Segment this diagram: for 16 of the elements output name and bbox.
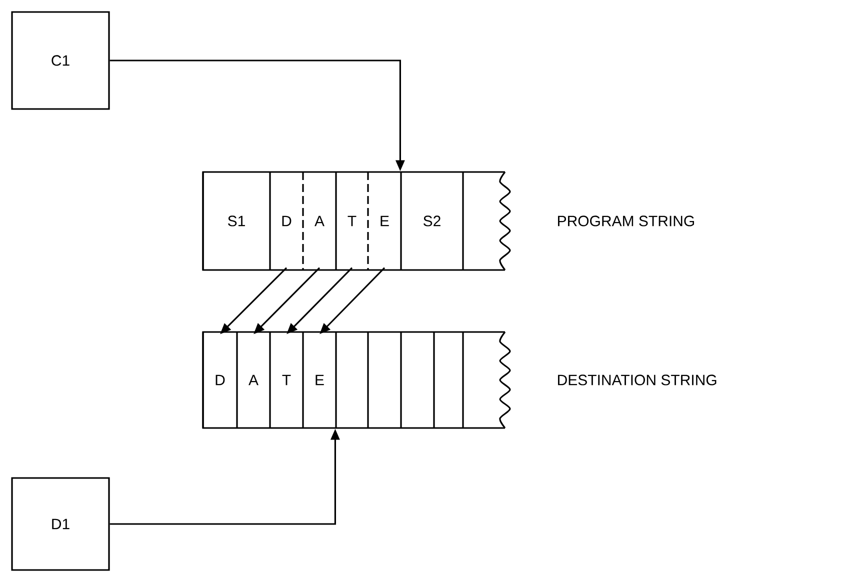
cell: T [335, 172, 356, 270]
cell: A [302, 172, 324, 270]
string-drawing [202, 171, 511, 271]
string-drawing [202, 331, 511, 429]
process-box: C1 [11, 11, 110, 110]
cell: E [367, 172, 389, 270]
cell: S1 [202, 172, 245, 270]
string-label: DESTINATION STRING [558, 374, 716, 386]
cell: D [269, 172, 292, 270]
string-label: PROGRAM STRING [558, 216, 694, 226]
cell: T [269, 332, 291, 428]
cell: D [202, 332, 225, 428]
cell: E [302, 332, 324, 428]
cell: A [236, 332, 258, 428]
cell: S2 [400, 172, 440, 270]
process-box: D1 [11, 477, 110, 571]
